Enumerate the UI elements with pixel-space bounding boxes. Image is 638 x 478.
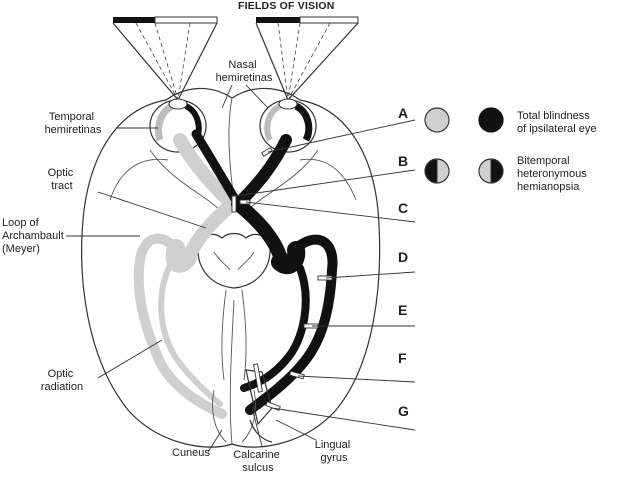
- right-eye: [259, 98, 317, 153]
- field-defect-a-left-eye: [424, 107, 450, 133]
- lesion-letter-g: G: [398, 403, 409, 419]
- grey-visual-pathway: [133, 133, 239, 419]
- lesion-letter-b: B: [398, 153, 408, 169]
- field-of-view-lines: [112, 22, 359, 101]
- lesion-letter-e: E: [398, 302, 407, 318]
- label-loop-of-archambault: Loop of Archambault (Meyer): [2, 217, 67, 255]
- left-visual-field-bar: [113, 16, 218, 24]
- lesion-letter-c: C: [398, 200, 408, 216]
- legend-bitemporal-hemianopsia: Bitemporal heteronymous hemianopsia: [517, 155, 590, 193]
- field-defect-b-left-eye: [424, 158, 450, 184]
- lesion-letter-d: D: [398, 249, 408, 265]
- label-optic-tract: Optic tract: [48, 167, 77, 192]
- black-visual-pathway: [191, 129, 338, 415]
- legend-total-blindness: Total blindness of ipsilateral eye: [517, 110, 597, 135]
- label-calcarine-sulcus: Calcarine sulcus: [233, 449, 283, 474]
- field-defect-b-right-eye: [478, 158, 504, 184]
- right-visual-field-bar: [256, 16, 359, 24]
- label-optic-radiation: Optic radiation: [41, 368, 83, 393]
- label-cuneus: Cuneus: [172, 447, 210, 459]
- label-nasal-hemiretinas: Nasal hemiretinas: [216, 59, 273, 84]
- label-lingual-gyrus: Lingual gyrus: [315, 439, 354, 464]
- label-temporal-hemiretinas: Temporal hemiretinas: [45, 111, 102, 136]
- lesion-lines: [235, 119, 416, 431]
- lesion-letter-f: F: [398, 350, 407, 366]
- lesion-letter-a: A: [398, 105, 408, 121]
- diagram-title: FIELDS OF VISION: [238, 0, 335, 12]
- field-defect-a-right-eye: [478, 107, 504, 133]
- label-leader-lines: [66, 84, 317, 453]
